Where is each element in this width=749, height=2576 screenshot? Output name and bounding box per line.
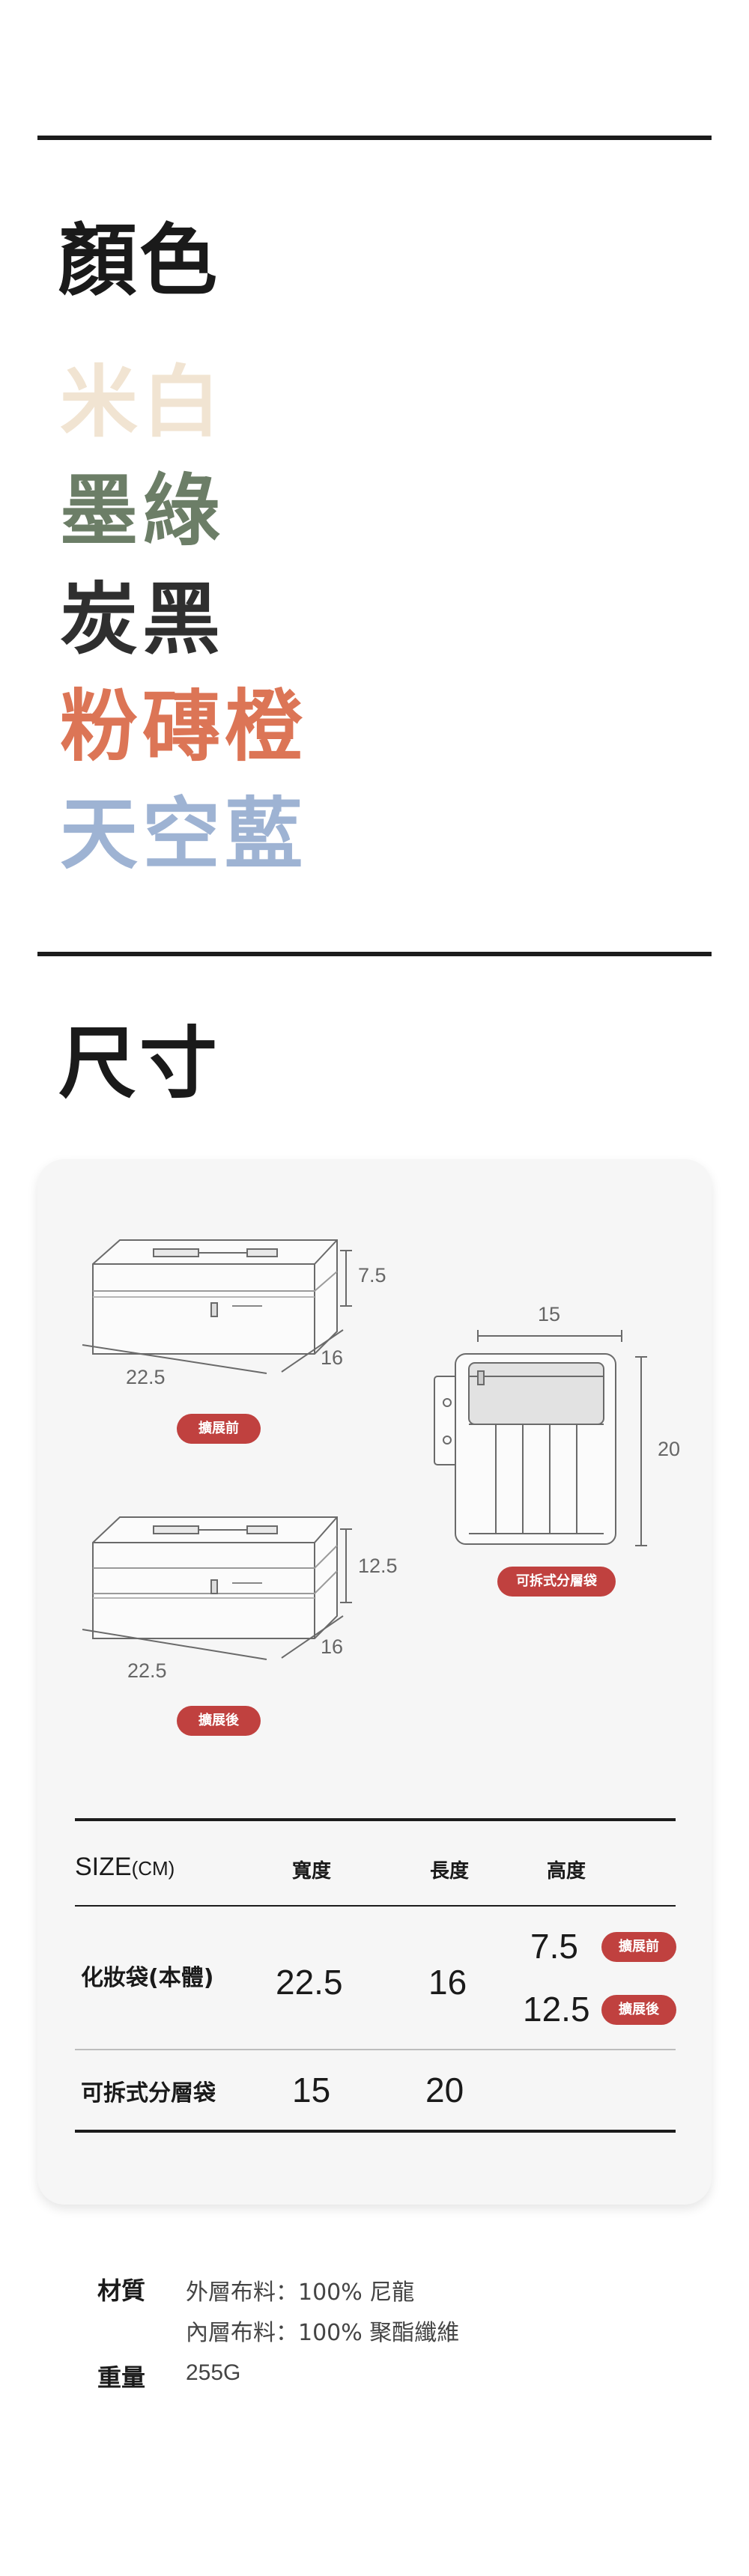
row-pouch-length: 20 [425,2071,464,2109]
row-main-length: 16 [428,1963,467,2002]
size-card: 7.5 22.5 16 擴展前 12.5 22.5 16 擴展後 15 20 可… [37,1159,712,2205]
bag-after-handle-right [247,1526,277,1534]
divider-top [37,136,712,140]
badge-pouch: 可拆式分層袋 [497,1567,616,1597]
color-name-brick-orange: 粉磚橙 [60,681,308,772]
bag-after-body [93,1517,337,1638]
dim-after-depth: 16 [321,1635,344,1658]
row-pouch-name: 可拆式分層袋 [81,2080,216,2106]
colors-heading: 顏色 [58,215,221,306]
table-size-header: SIZE(CM) [75,1853,175,1882]
bag-before-handle-left [154,1249,198,1257]
dim-pouch-height: 20 [658,1438,681,1460]
row-main-name: 化妝袋(本體) [81,1965,214,1991]
dim-after-width: 22.5 [127,1659,167,1682]
row-main-badge-before: 擴展前 [601,1932,676,1962]
bag-after-handle-left [154,1526,198,1534]
weight-value: 255G [186,2360,241,2385]
dim-before-depth: 16 [321,1346,344,1369]
bag-diagram-svg [37,1159,712,1788]
pouch-mesh-pocket [469,1363,604,1424]
table-top-rule [75,1818,676,1821]
weight-label: 重量 [97,2363,146,2392]
color-name-offwhite: 米白 [60,356,225,448]
table-header-width: 寬度 [292,1860,332,1883]
badge-after: 擴展後 [177,1706,261,1736]
material-outer: 外層布料：100% 尼龍 [186,2279,415,2306]
bag-before-handle-right [247,1249,277,1257]
color-name-darkgreen: 墨綠 [60,465,225,556]
dim-after-height: 12.5 [358,1555,398,1577]
row-main-height-before: 7.5 [530,1927,578,1966]
size-heading: 尺寸 [58,1018,221,1109]
material-inner: 內層布料：100% 聚酯纖維 [186,2320,460,2346]
dim-pouch-width: 15 [538,1303,561,1325]
row-pouch-width: 15 [292,2071,331,2109]
badge-before: 擴展前 [177,1414,261,1444]
dim-before-width: 22.5 [126,1366,166,1388]
table-size-label: SIZE [75,1853,132,1881]
table-row-divider [75,2049,676,2050]
material-label: 材質 [97,2276,146,2305]
table-header-rule [75,1905,676,1907]
table-bottom-rule [75,2130,676,2133]
table-header-length: 長度 [430,1860,470,1883]
row-main-badge-after: 擴展後 [601,1995,676,2025]
divider-size [37,952,712,956]
dim-before-height: 7.5 [358,1264,386,1287]
table-unit-label: (CM) [131,1857,175,1880]
row-main-width: 22.5 [276,1963,343,2002]
color-name-sky-blue: 天空藍 [60,789,308,880]
color-name-charcoal: 炭黑 [60,574,225,665]
row-main-height-after: 12.5 [523,1990,590,2029]
table-header-height: 高度 [547,1860,586,1883]
